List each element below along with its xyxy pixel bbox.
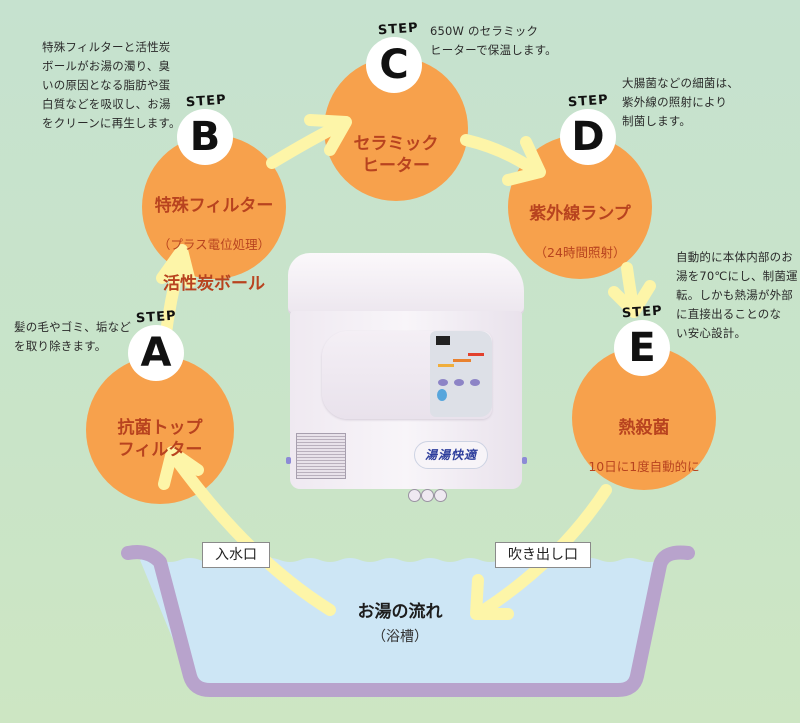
badge-step-d: D xyxy=(560,109,616,165)
tub-rim xyxy=(121,545,695,697)
indicator-bar-orange xyxy=(453,359,471,362)
arrow-head-e xyxy=(608,280,656,318)
arrow-b-to-c xyxy=(266,119,346,169)
warning-label xyxy=(296,433,346,479)
step-c-title: セラミック ヒーター xyxy=(353,134,439,176)
arrow-head-d xyxy=(502,136,546,186)
circle-label-e: 熱殺菌 10日に1度自動的に xyxy=(569,398,719,495)
circle-label-d: 紫外線ランプ （24時間照射） xyxy=(505,184,655,281)
badge-step-a: A xyxy=(128,325,184,381)
outlet-label: 吹き出し口 xyxy=(495,542,591,568)
port-2 xyxy=(421,489,434,502)
step-b-subtitle: （プラス電位処理） xyxy=(157,237,271,252)
tub-water xyxy=(140,558,660,684)
circle-label-b: 特殊フィルター （プラス電位処理） 活性炭ボール xyxy=(134,176,294,314)
arrow-head-outlet xyxy=(470,574,514,620)
step-d-title: 紫外線ランプ xyxy=(529,204,631,224)
arrow-c-to-d xyxy=(460,134,534,172)
step-a-description: 髪の毛やゴミ、垢など を取り除きます。 xyxy=(14,320,131,353)
control-button-1 xyxy=(438,379,448,386)
arrow-head-a xyxy=(158,446,204,490)
inlet-label: 入水口 xyxy=(202,542,270,568)
circle-step-e xyxy=(572,346,716,490)
step-a-title: 抗菌トップ フィルター xyxy=(117,418,203,460)
step-label-b: STEP xyxy=(185,92,228,111)
step-b-title: 特殊フィルター xyxy=(154,196,274,216)
badge-step-c: C xyxy=(366,37,422,93)
badge-step-e: E xyxy=(614,320,670,376)
step-d-description: 大腸菌などの細菌は、 紫外線の照射により 制菌します。 xyxy=(622,76,739,128)
circle-label-a: 抗菌トップ フィルター xyxy=(90,398,230,480)
step-label-e: STEP xyxy=(621,303,664,322)
badge-step-b: B xyxy=(177,109,233,165)
side-latch-right xyxy=(522,457,527,464)
step-c-description: 650W のセラミック ヒーターで保温します。 xyxy=(430,24,557,57)
power-button xyxy=(437,389,447,401)
tub-subtitle: （浴槽） xyxy=(372,629,428,645)
step-e-subtitle: 10日に1度自動的に xyxy=(588,459,700,474)
step-e-description: 自動的に本体内部のお 湯を70℃にし、制菌運 転。しかも熱湯が外部 に直接出るこ… xyxy=(676,250,798,340)
step-label-c: STEP xyxy=(377,20,420,39)
bath-circulator-device: 湯湯快適 xyxy=(286,253,528,508)
control-button-2 xyxy=(454,379,464,386)
circle-label-c: セラミック ヒーター xyxy=(326,114,466,196)
device-logo: 湯湯快適 xyxy=(414,441,488,469)
control-panel xyxy=(430,331,492,417)
circle-step-b xyxy=(142,135,286,279)
indicator-bar-red xyxy=(468,353,484,356)
step-e-title: 熱殺菌 xyxy=(618,418,670,438)
side-latch-left xyxy=(286,457,291,464)
port-3 xyxy=(434,489,447,502)
tub-title: お湯の流れ xyxy=(357,602,443,622)
device-lid xyxy=(288,253,524,315)
step-b-title2: 活性炭ボール xyxy=(163,274,265,294)
step-b-description: 特殊フィルターと活性炭 ボールがお湯の濁り、臭 いの原因となる脂肪や蛋 白質など… xyxy=(42,40,181,130)
control-button-3 xyxy=(470,379,480,386)
circle-step-c xyxy=(324,57,468,201)
step-label-d: STEP xyxy=(567,92,610,111)
port-1 xyxy=(408,489,421,502)
step-d-subtitle: （24時間照射） xyxy=(534,245,626,260)
arrow-head-c xyxy=(304,114,352,156)
arrow-head-b xyxy=(156,244,196,288)
indicator-bar-yellow xyxy=(438,364,454,367)
digital-display xyxy=(436,336,450,345)
